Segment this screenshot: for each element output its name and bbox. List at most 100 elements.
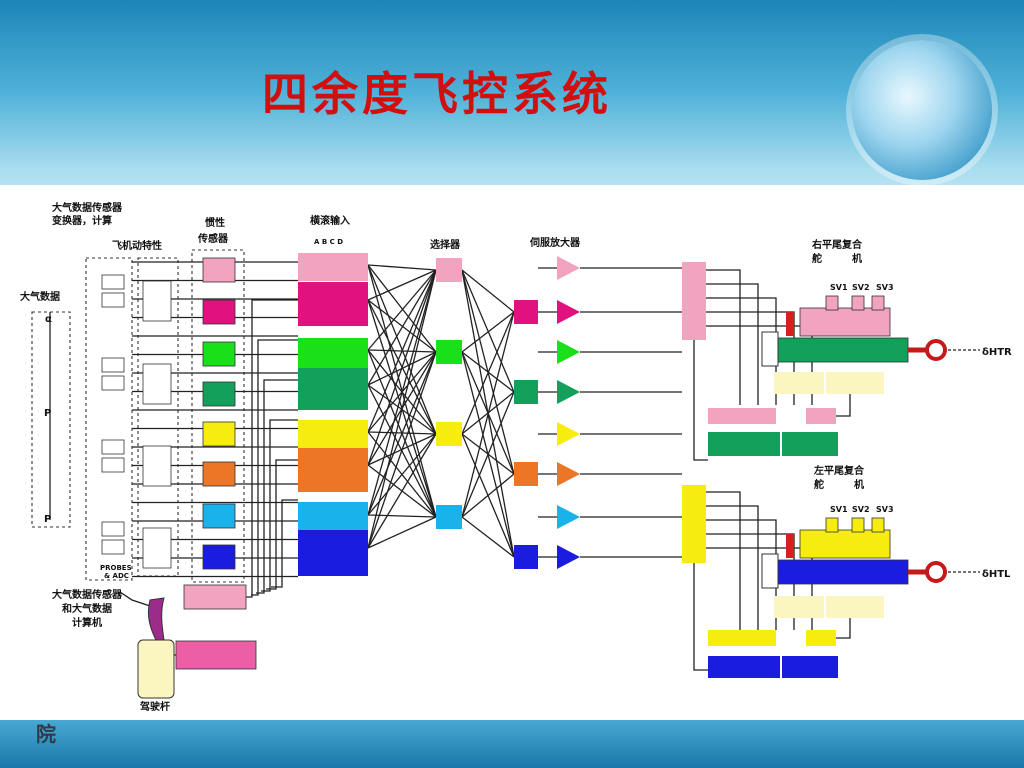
left-model-yellow: [708, 630, 776, 646]
selector2-cross-wire: [461, 391, 515, 518]
pilot-input-wire: [246, 299, 298, 598]
servo-amp-orange: [557, 462, 580, 486]
adc-alpha-block-1: [101, 274, 125, 290]
input-channel-darkgreen: [298, 368, 368, 410]
right-actuator-body: [777, 337, 909, 363]
adc-label: & ADC: [104, 572, 129, 580]
input-channel-yellow: [298, 420, 368, 448]
right-sv-port-3: [871, 295, 885, 311]
left-sv-port-1: [825, 517, 839, 533]
input-channel-blue: [298, 530, 368, 576]
right-sv3-label: SV3: [876, 283, 894, 292]
left-model-yellow-2: [806, 630, 836, 646]
adc-computer-label-2: 和大气数据: [61, 602, 112, 615]
inertial-sensor-green: [202, 341, 236, 367]
servo-amp-pink: [557, 256, 580, 280]
pilot-input-wire: [256, 379, 298, 594]
selector-cross-wire: [367, 269, 437, 516]
right-actuator-label-2: 舵 机: [812, 252, 862, 265]
selector-cross-wire: [367, 351, 437, 549]
left-monitor-block: [682, 485, 706, 563]
inertial-label-1: 惯性: [205, 216, 225, 229]
selector2-cross-wire: [461, 311, 515, 353]
adc-alpha-block-2: [101, 357, 125, 373]
air-p-label-2: P: [44, 514, 51, 525]
adc-q-block-2: [101, 375, 125, 391]
inertial-sensor-blue: [202, 544, 236, 570]
right-monitor-wire: [706, 283, 759, 405]
selector-cross-wire: [367, 299, 437, 353]
adc-q-block-3: [101, 457, 125, 473]
servo-amp-magenta: [557, 300, 580, 324]
input-channel-pink: [298, 253, 368, 281]
adc-q-block-4: [101, 539, 125, 555]
selector-cross-wire: [367, 269, 437, 386]
selector-cross-wire: [367, 269, 437, 301]
selector-cross-wire: [367, 269, 437, 549]
right-sv2-label: SV2: [852, 283, 870, 292]
college-text: 院: [36, 722, 56, 746]
stick-magenta-block: [175, 640, 257, 670]
selector-label: 选择器: [430, 238, 461, 251]
right-model-pink: [708, 408, 776, 424]
right-model-green: [708, 432, 780, 456]
input-channel-magenta: [298, 282, 368, 326]
globe-decoration: [852, 40, 992, 180]
right-monitor-block: [682, 262, 706, 340]
right-sv1-label: SV1: [830, 283, 848, 292]
input-channel-skyblue: [298, 502, 368, 530]
right-actuator-top: [799, 307, 891, 337]
delta-left-label: δHTL: [982, 569, 1011, 580]
left-feedback-2: [826, 596, 884, 618]
air-data-label: 大气数据: [20, 290, 60, 303]
slide-title: 四余度飞控系统: [262, 67, 612, 121]
selector-cross-wire: [367, 269, 437, 466]
selector2-darkgreen: [514, 380, 538, 404]
selector-cross-wire: [367, 269, 437, 351]
stick-label: 驾驶杆: [139, 700, 170, 713]
left-actuator-top: [799, 529, 891, 559]
selector-pink: [436, 258, 462, 282]
selector-green: [436, 340, 462, 364]
selector-yellow: [436, 422, 462, 446]
left-actuator-label-1: 左平尾复合: [813, 464, 865, 477]
right-loop-wire: [693, 340, 708, 461]
flight-dynamics-label: 飞机动特性: [112, 239, 162, 252]
right-monitor-wire: [706, 269, 741, 405]
inertial-sensor-orange: [202, 461, 236, 487]
bottom-bar: [0, 720, 1024, 768]
input-channel-green: [298, 338, 368, 368]
selector-cross-wire: [367, 433, 437, 549]
input-channel-orange: [298, 448, 368, 492]
inertial-sensor-magenta: [202, 299, 236, 325]
adc-sensor-label: 大气数据传感器: [52, 201, 123, 214]
selector2-cross-wire: [461, 473, 515, 518]
dynamics-block-2: [142, 363, 172, 405]
selector-cross-wire: [367, 516, 437, 549]
right-actuator-mount: [761, 331, 779, 367]
right-fb-wire: [836, 394, 851, 417]
adc-enclosure: [85, 257, 133, 581]
pilot-input-wire: [251, 339, 298, 596]
inertial-label-2: 传感器: [197, 232, 229, 245]
left-actuator-eye: [925, 561, 947, 583]
servo-amp-yellow: [557, 422, 580, 446]
probes-label: PROBES: [100, 564, 132, 572]
adc-alpha-block-4: [101, 521, 125, 537]
selector-cross-wire: [367, 269, 437, 433]
right-sv-port-1: [825, 295, 839, 311]
dynamics-block-3: [142, 445, 172, 487]
inertial-sensor-darkgreen: [202, 381, 236, 407]
pilot-input-wire: [261, 419, 298, 592]
right-feedback-1: [774, 372, 824, 394]
stick-leader-wire: [119, 591, 151, 607]
college-tiny-text: [10, 728, 19, 731]
adc-computer-label-1: 大气数据传感器: [52, 588, 123, 601]
adc-converter-label: 变换器，计算: [52, 214, 112, 227]
inertial-enclosure: [191, 249, 245, 583]
input-channels-label: 横滚输入: [310, 214, 350, 227]
selector2-cross-wire: [461, 311, 515, 435]
right-actuator-red-link: [786, 312, 794, 336]
